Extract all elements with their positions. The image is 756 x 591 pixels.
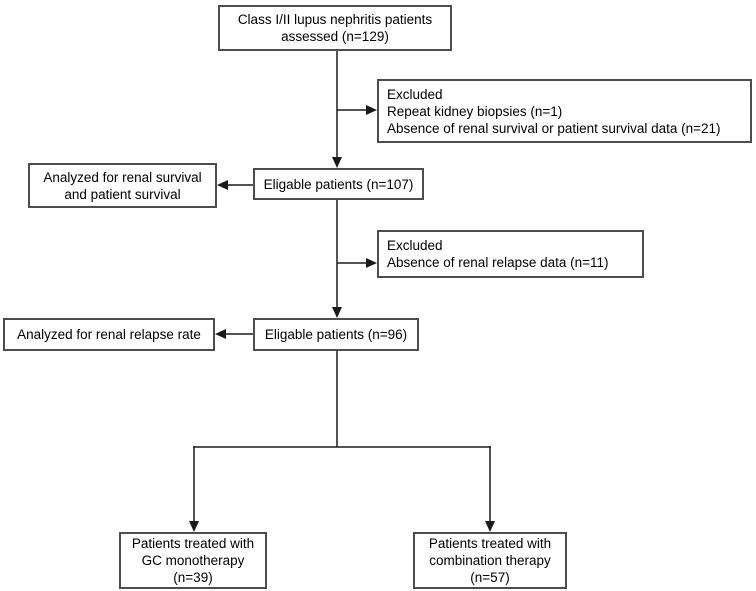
node-analyzed-relapse: Analyzed for renal relapse rate — [3, 318, 215, 351]
node-gc-monotherapy-line1: Patients treated with — [131, 536, 255, 551]
node-eligible-relapse-label: Eligable patients (n=96) — [264, 327, 408, 342]
node-assessed-line2: assessed (n=129) — [281, 29, 389, 44]
arrow-to-gc-monotherapy — [189, 446, 199, 532]
node-eligible-survival-label: Eligable patients (n=107) — [263, 176, 414, 192]
node-excluded-survival-reason1: Repeat kidney biopsies (n=1) — [387, 103, 563, 119]
node-combination-therapy-line1: Patients treated with — [428, 536, 552, 551]
node-analyzed-survival: Analyzed for renal survival and patient … — [28, 163, 217, 208]
node-combination-therapy-line3: (n=57) — [470, 570, 510, 585]
node-excluded-relapse-reason1: Absence of renal relapse data (n=11) — [387, 255, 609, 270]
node-combination-therapy-line2: combination therapy — [429, 553, 551, 568]
split-connector — [193, 351, 491, 448]
node-assessed-line1: Class I/II lupus nephritis patients — [237, 12, 433, 27]
node-excluded-survival-reason2: Absence of renal survival or patient sur… — [387, 120, 721, 136]
arrow-to-analyzed-relapse — [215, 329, 253, 339]
node-assessed: Class I/II lupus nephritis patients asse… — [218, 5, 452, 51]
arrow-to-analyzed-survival — [217, 180, 253, 190]
node-gc-monotherapy: Patients treated with GC monotherapy (n=… — [119, 532, 267, 589]
arrow-eligible-survival-to-eligible-relapse — [332, 200, 342, 318]
arrow-to-excluded-survival — [337, 105, 377, 115]
arrow-assessed-to-eligible-survival — [332, 51, 342, 168]
node-analyzed-relapse-label: Analyzed for renal relapse rate — [17, 327, 201, 342]
node-eligible-relapse: Eligable patients (n=96) — [253, 318, 419, 351]
node-gc-monotherapy-line2: GC monotherapy — [141, 553, 245, 568]
node-excluded-survival: Excluded Repeat kidney biopsies (n=1) Ab… — [377, 79, 752, 143]
node-eligible-survival: Eligable patients (n=107) — [253, 168, 424, 200]
node-excluded-relapse: Excluded Absence of renal relapse data (… — [377, 230, 644, 278]
node-excluded-relapse-title: Excluded — [387, 238, 443, 253]
node-excluded-survival-title: Excluded — [387, 86, 443, 102]
arrow-to-combination-therapy — [485, 446, 495, 532]
arrow-to-excluded-relapse — [337, 258, 377, 268]
node-analyzed-survival-line2: and patient survival — [64, 186, 181, 202]
node-gc-monotherapy-line3: (n=39) — [173, 570, 213, 585]
node-combination-therapy: Patients treated with combination therap… — [413, 532, 567, 589]
node-analyzed-survival-line1: Analyzed for renal survival — [43, 169, 202, 185]
